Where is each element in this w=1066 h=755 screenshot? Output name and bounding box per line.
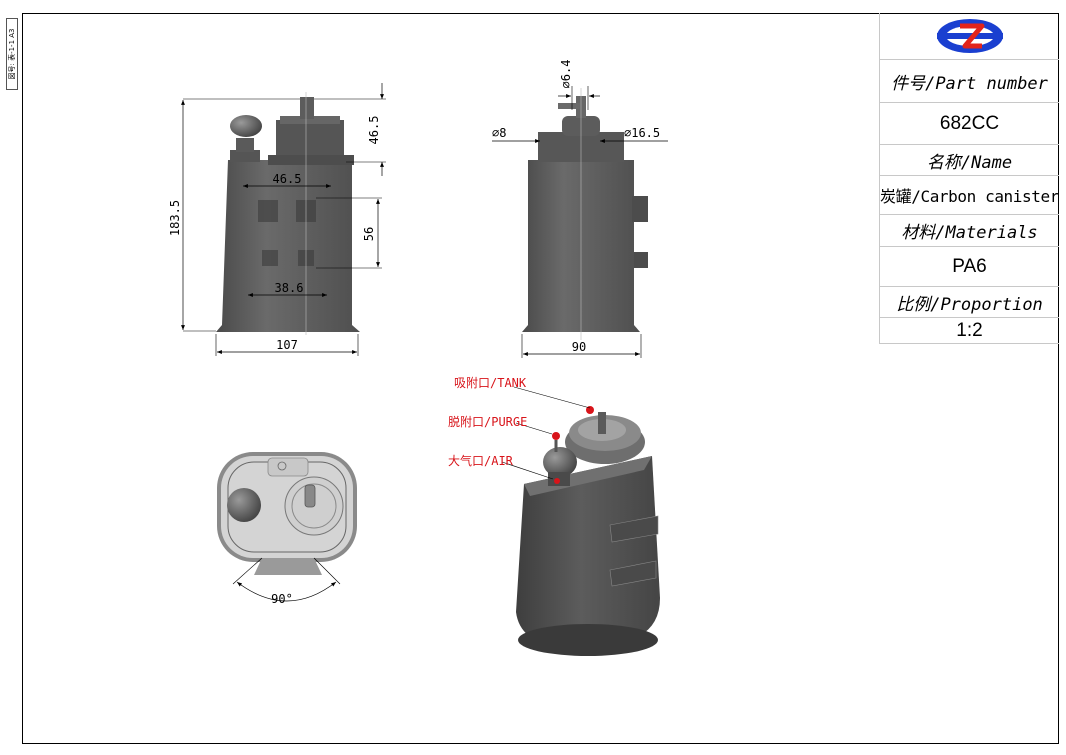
drawing-frame [22,13,1059,744]
company-logo-icon [936,19,1003,53]
logo-cell [880,13,1059,59]
name-label: 名称/Name [926,152,1013,173]
materials-value-cell: PA6 [880,246,1059,286]
dim-lower-width: 38.6 [275,281,304,295]
proportion-value: 1:2 [956,319,983,341]
part-number-value: 682CC [939,112,1000,134]
side-view: ∅6.4 ∅8 ∅16.5 90 [492,60,668,358]
dim-side-base-width: 90 [572,340,586,354]
iso-view: 吸附口/TANK 脱附口/PURGE 大气口/AIR [448,376,660,656]
dim-angle: 90° [271,592,293,606]
proportion-label: 比例/Proportion [896,294,1043,315]
dim-upper-width: 46.5 [273,172,302,186]
dim-height: 183.5 [168,200,182,236]
bottom-view: 90° [217,452,357,606]
name-value: 炭罐/Carbon canister [880,187,1059,206]
part-number-label: 件号/Part number [891,73,1048,94]
dim-bracket-spacing: 56 [362,227,376,241]
dim-top: 46.5 [367,116,381,145]
callout-tank: 吸附口/TANK [454,376,527,390]
proportion-label-cell: 比例/Proportion [880,286,1059,317]
dim-right-port: ∅16.5 [624,126,660,140]
part-number-label-cell: 件号/Part number [880,59,1059,102]
front-view: 183.5 46.5 56 46.5 38.6 107 [168,83,386,356]
materials-value: PA6 [952,255,987,277]
part-number-value-cell: 682CC [880,102,1059,144]
name-value-cell: 炭罐/Carbon canister [880,175,1059,214]
materials-label: 材料/Materials [901,223,1038,243]
title-block: 件号/Part number 682CC 名称/Name 炭罐/Carbon c… [879,13,1059,344]
side-mark: 図号: 表-1-1 A3 [6,18,18,90]
dim-left-port: ∅8 [492,126,506,140]
dim-base-width: 107 [276,338,298,352]
materials-label-cell: 材料/Materials [880,214,1059,246]
callout-air: 大气口/AIR [448,453,514,468]
dim-top-port: ∅6.4 [559,60,573,89]
name-label-cell: 名称/Name [880,144,1059,175]
proportion-value-cell: 1:2 [880,317,1059,343]
callout-purge: 脱附口/PURGE [448,414,527,429]
